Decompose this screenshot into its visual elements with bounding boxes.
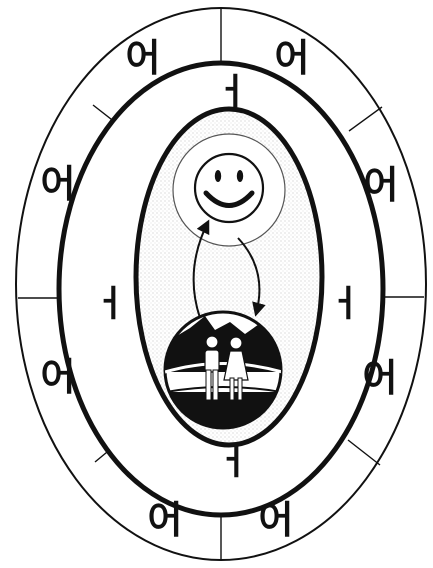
outer-label-lower-left: 어 (41, 355, 76, 399)
outer-label-bottom-left: 어 (148, 498, 183, 542)
outer-label-upper-left: 어 (41, 162, 76, 206)
outer-label-bottom-right: 어 (259, 498, 294, 542)
inner-label-left: ㅓ (93, 284, 126, 325)
inner-label-bottom: ㅓ (216, 442, 249, 483)
inner-label-top: ㅓ (215, 72, 248, 113)
outer-label-top-right: 어 (275, 36, 310, 80)
outer-label-upper-right: 어 (364, 163, 399, 207)
inner-label-right: ㅓ (328, 284, 361, 325)
outer-label-top-left: 어 (126, 36, 161, 80)
outer-label-lower-right: 어 (363, 356, 398, 400)
smiling-sun-face-icon (195, 154, 263, 222)
